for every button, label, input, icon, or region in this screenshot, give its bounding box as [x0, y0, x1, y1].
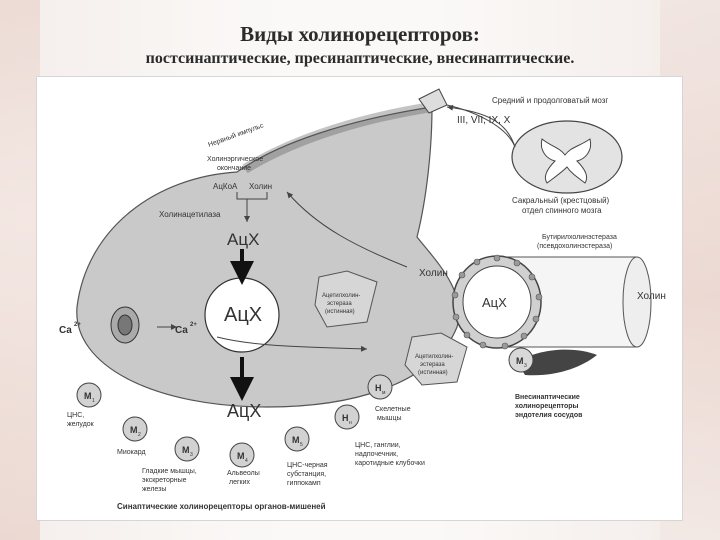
label-ach-vesicle: АцХ — [224, 304, 262, 326]
arrow-spinal-to-neuron — [446, 104, 516, 148]
label-smooth-3: железы — [142, 486, 166, 493]
label-extrasyn-2: холинорецепторы — [515, 403, 579, 410]
arrow-synthesis-join — [247, 192, 268, 200]
label-nn: H — [342, 413, 349, 423]
label-ache1-b: эстераза — [327, 301, 352, 307]
label-ending-1: Холинэргическое — [207, 156, 263, 163]
label-m3-sub: 3 — [190, 452, 193, 458]
label-ache1-a: Ацетилхолин- — [322, 293, 360, 299]
label-m2: M — [130, 425, 138, 435]
label-ach-vessel: АцХ — [482, 295, 507, 310]
receptor-nn — [334, 404, 360, 430]
receptor-m1 — [76, 382, 102, 408]
label-extrasyn-3: эндотелия сосудов — [515, 412, 583, 419]
receptor-m2 — [122, 416, 148, 442]
receptor-m3-vessel — [508, 347, 534, 373]
nerve-terminal-shape — [76, 106, 460, 408]
label-myocard: Миокард — [117, 449, 146, 456]
label-ach-bottom: АцХ — [227, 401, 261, 421]
label-alveoli-1: Альвеолы — [227, 470, 260, 477]
label-m2-sub: 2 — [138, 432, 141, 438]
label-ache1-c: (истинная) — [325, 309, 355, 315]
nerve-fiber — [242, 102, 433, 174]
acetylcholinesterase-1-shape — [314, 270, 378, 328]
label-nn-sub: н — [349, 420, 352, 426]
label-smooth-1: Гладкие мышцы, — [142, 468, 197, 475]
label-extrasyn-1: Внесинаптические — [515, 394, 580, 401]
label-m3-vessel-sub: 3 — [524, 363, 527, 369]
label-nerve-impulse: Нервный импульс — [207, 121, 265, 149]
label-ca-left-sup: 2+ — [74, 322, 81, 328]
label-skeletal-1: Скелетные — [375, 406, 411, 413]
label-m4-sub: 4 — [245, 458, 248, 464]
vessel-lumen — [462, 265, 532, 339]
spinal-connection-line — [446, 104, 516, 148]
label-choline-top: Холин — [249, 182, 272, 191]
label-ache2-b: эстераза — [420, 362, 445, 368]
diagram-caption: Синаптические холинорецепторы органов-ми… — [117, 502, 326, 511]
diagram-panel: Нервный импульс Средний и продолговатый … — [36, 76, 683, 521]
label-m1: M — [84, 391, 92, 401]
label-ending-2: окончание — [217, 165, 251, 172]
arrow-ach-to-esterase — [216, 336, 368, 352]
label-ganglia-3: каротидные клубочки — [355, 459, 425, 467]
arrow-choline-reuptake — [286, 191, 408, 268]
label-ca-right: Ca — [175, 325, 188, 336]
label-ganglia-2: надпочечник, — [355, 451, 398, 458]
background-decoration-left — [0, 0, 40, 540]
label-nm: H — [375, 383, 382, 393]
label-cns-black-3: гиппокамп — [287, 480, 321, 487]
label-smooth-2: экскреторные — [142, 477, 187, 484]
label-ache2-a: Ацетилхолин- — [415, 354, 453, 360]
label-ca-left: Ca — [59, 325, 72, 336]
label-cns-black-2: субстанция, — [287, 470, 326, 478]
label-butyryl-1: Бутирилхолинэстераза — [542, 234, 617, 241]
receptor-m4 — [229, 442, 255, 468]
label-m5: M — [292, 435, 300, 445]
label-m3-vessel: M — [516, 356, 524, 366]
label-m3: M — [182, 445, 190, 455]
slide-subtitle: постсинаптические, пресинаптические, вне… — [145, 50, 575, 67]
label-ach-top: АцХ — [227, 230, 259, 249]
label-choline-right: Холин — [637, 291, 666, 302]
label-nm-sub: м — [382, 390, 386, 396]
endothelium-cells — [451, 254, 543, 350]
vessel-end-right — [622, 256, 652, 348]
label-ca-right-sup: 2+ — [190, 322, 197, 328]
label-acetyl-coa: АцКоА — [213, 182, 238, 191]
label-skeletal-2: мышцы — [377, 415, 402, 422]
cholinoreceptor-diagram: Нервный импульс Средний и продолговатый … — [59, 88, 666, 511]
label-cns-stomach-1: ЦНС, — [67, 412, 84, 419]
spinal-cord-gray-matter — [540, 138, 592, 184]
label-choline-left: Холин — [419, 268, 448, 279]
receptor-m3 — [174, 436, 200, 462]
label-ache2-c: (истинная) — [418, 370, 448, 376]
label-midbrain: Средний и продолговатый мозг — [492, 96, 608, 105]
label-alveoli-2: легких — [229, 479, 251, 486]
calcium-channel-pore — [117, 314, 133, 336]
label-m5-sub: 5 — [300, 442, 303, 448]
acetylcholinesterase-2-shape — [404, 332, 468, 386]
label-m4: M — [237, 451, 245, 461]
label-cns-black-1: ЦНС-черная — [287, 462, 328, 469]
label-ganglia-1: ЦНС, ганглии, — [355, 442, 401, 449]
label-choline-acetylase: Холинацетилаза — [159, 210, 221, 219]
label-m1-sub: 1 — [92, 398, 95, 404]
receptor-nm — [367, 374, 393, 400]
label-butyryl-2: (псевдохолинэстераза) — [537, 243, 612, 250]
arrow-synthesis — [236, 192, 250, 222]
slide-title: Виды холинорецепторов: — [240, 22, 480, 46]
receptor-m5 — [284, 426, 310, 452]
label-sacral-1: Сакральный (крестцовый) — [512, 196, 610, 205]
vessel-receptor-shape — [517, 349, 597, 376]
label-sacral-2: отдел спинного мозга — [522, 206, 602, 215]
label-cranial-nerves: III, VII, IX, X — [457, 115, 511, 126]
label-cns-stomach-2: желудок — [67, 421, 95, 428]
